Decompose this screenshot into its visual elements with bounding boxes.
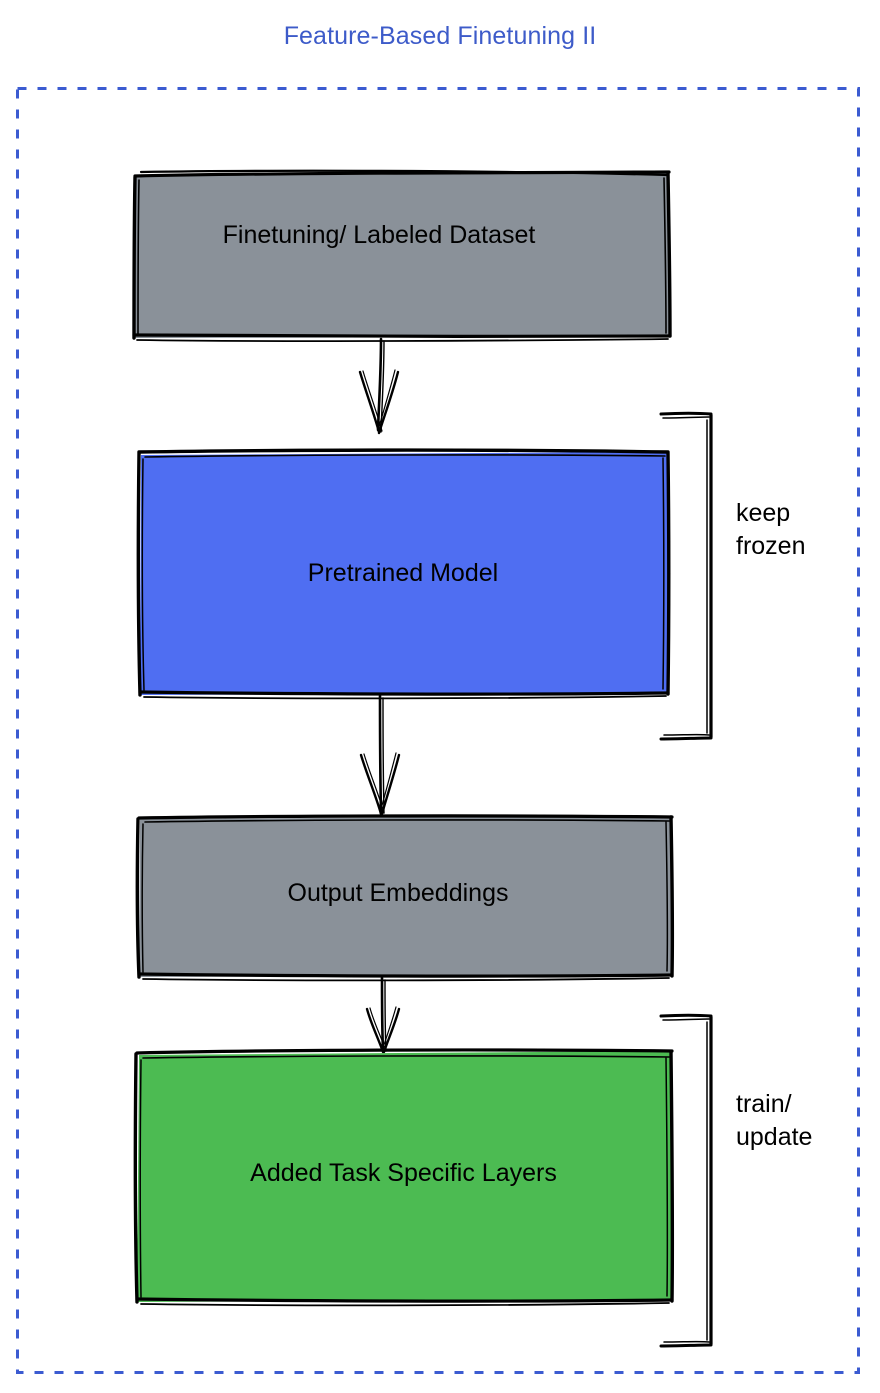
node-label-pretrained-model: Pretrained Model — [307, 559, 499, 587]
node-pretrained-model[interactable] — [136, 448, 671, 700]
node-output-embeddings[interactable] — [135, 814, 675, 982]
page-title: Feature-Based Finetuning II — [283, 22, 597, 50]
edge-arrow-output-to-added — [365, 976, 401, 1054]
annotation-label-keep-frozen: keep frozen — [736, 499, 806, 560]
node-label-output-embeddings: Output Embeddings — [287, 879, 509, 907]
bracket-keep-frozen — [659, 411, 713, 741]
node-label-finetuning-dataset: Finetuning/ Labeled Dataset — [222, 221, 536, 249]
dashed-container-frame — [16, 87, 860, 1374]
edge-arrow-pretrained-to-output — [359, 694, 401, 816]
edge-arrow-dataset-to-pretrained — [358, 337, 400, 435]
bracket-train-update — [659, 1013, 713, 1348]
node-finetuning-dataset[interactable] — [132, 169, 672, 342]
annotation-label-train-update: train/ update — [736, 1090, 813, 1151]
node-label-added-task-specific-layers: Added Task Specific Layers — [250, 1159, 557, 1187]
node-added-task-specific-layers[interactable] — [133, 1048, 675, 1307]
